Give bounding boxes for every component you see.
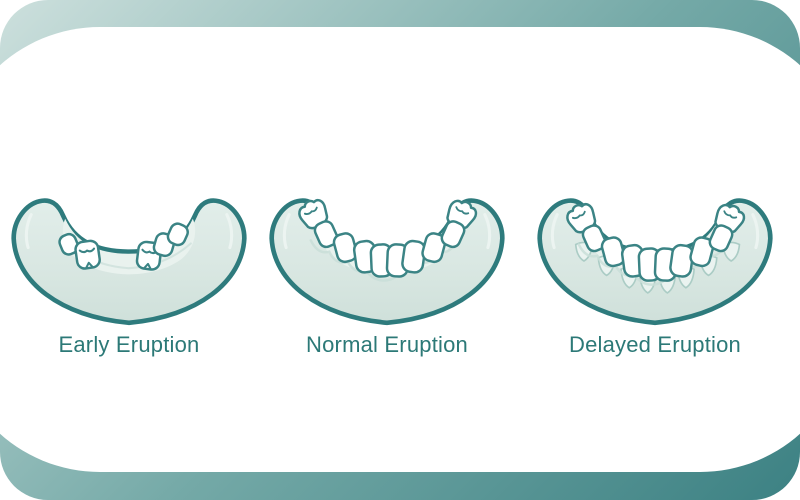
tooth xyxy=(166,222,189,247)
tooth xyxy=(58,232,80,256)
figure-caption-normal: Normal Eruption xyxy=(306,332,468,357)
molar-tooth xyxy=(74,239,101,270)
figure-caption-early: Early Eruption xyxy=(58,332,200,357)
figure-normal-eruption: Normal Eruption xyxy=(263,192,511,357)
figure-delayed-eruption: Delayed Eruption xyxy=(531,192,779,357)
jaw-illustration-delayed xyxy=(531,192,779,331)
figure-early-eruption: Early Eruption xyxy=(5,192,253,357)
jaw-illustration-early xyxy=(5,192,253,331)
figure-caption-delayed: Delayed Eruption xyxy=(569,332,741,357)
jaw-body xyxy=(14,201,245,323)
teeth-and-buds xyxy=(562,198,749,294)
jaw-illustration-normal xyxy=(263,194,511,331)
